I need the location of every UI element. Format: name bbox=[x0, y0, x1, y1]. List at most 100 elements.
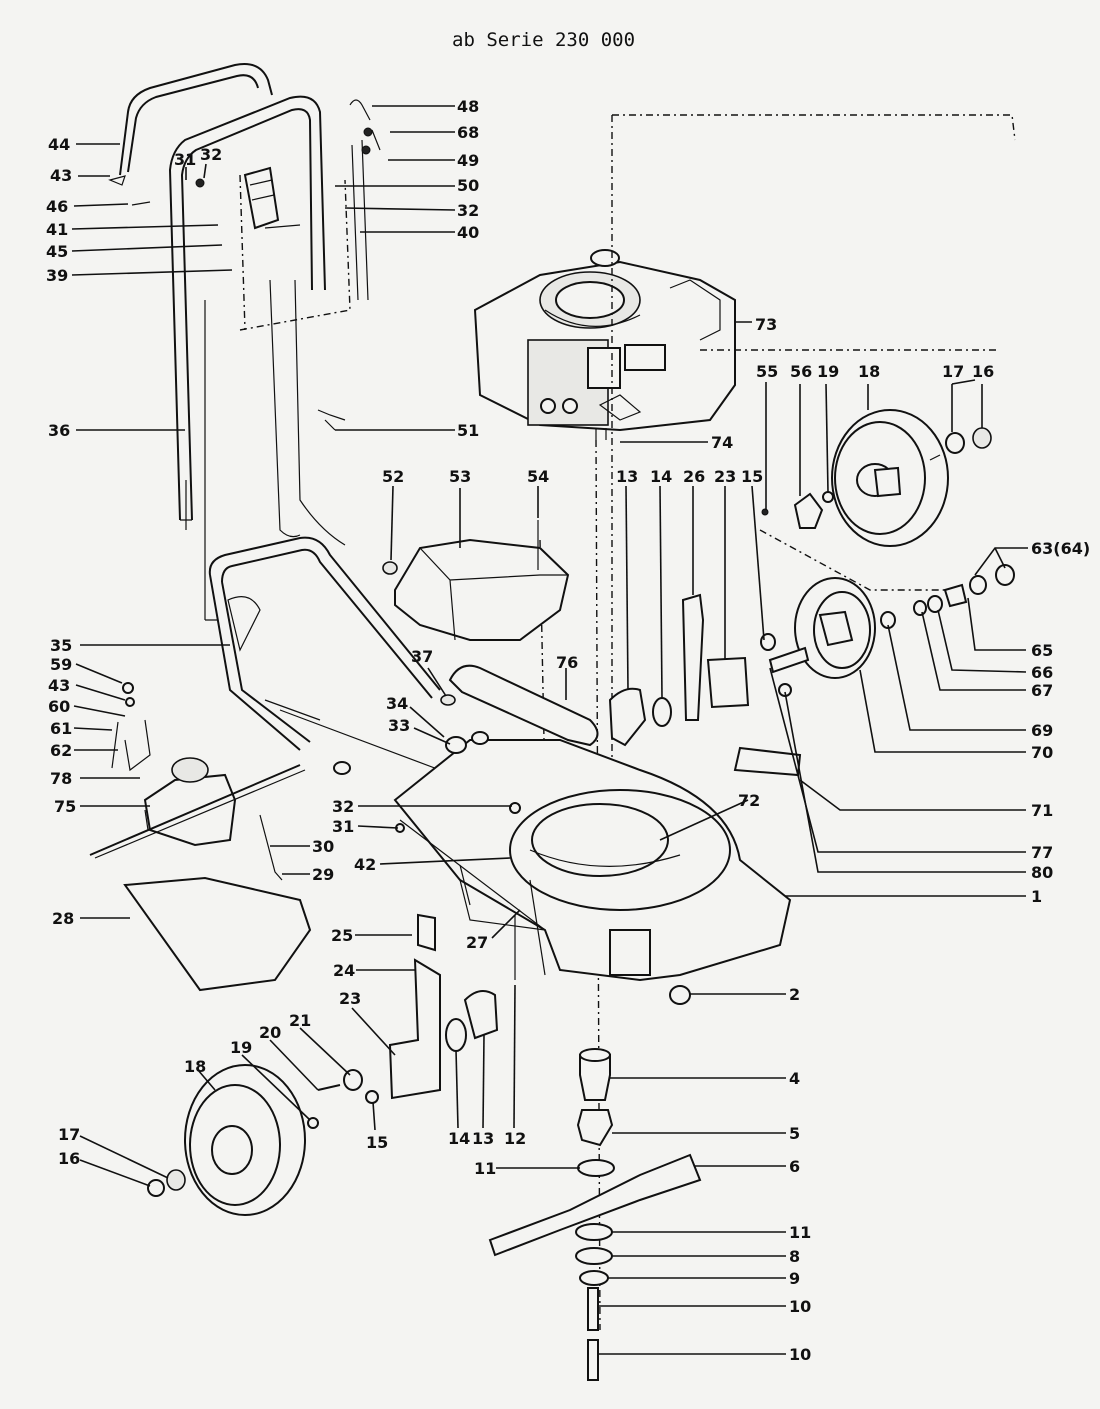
callout-52: 52 bbox=[382, 467, 404, 486]
callout-32: 32 bbox=[200, 145, 222, 164]
callout-78: 78 bbox=[50, 769, 72, 788]
height-adjust-right bbox=[608, 593, 750, 747]
callout-1: 1 bbox=[1031, 887, 1042, 906]
callout-17: 17 bbox=[58, 1125, 80, 1144]
callout-labels: 44 43 31 32 46 41 45 39 48 68 49 50 32 4… bbox=[46, 97, 1090, 1364]
callout-65: 65 bbox=[1031, 641, 1053, 660]
callout-74: 74 bbox=[711, 433, 733, 452]
callout-37: 37 bbox=[411, 647, 433, 666]
gearbox bbox=[89, 682, 306, 859]
callout-36: 36 bbox=[48, 421, 70, 440]
callout-42: 42 bbox=[354, 855, 376, 874]
drive-gear bbox=[760, 564, 1015, 697]
callout-2: 2 bbox=[789, 985, 800, 1004]
grass-deflector bbox=[123, 876, 312, 992]
callout-29: 29 bbox=[312, 865, 334, 884]
callout-13: 13 bbox=[616, 467, 638, 486]
callout-21: 21 bbox=[289, 1011, 311, 1030]
callout-18: 18 bbox=[858, 362, 880, 381]
callout-31: 31 bbox=[174, 150, 196, 169]
callout-55: 55 bbox=[756, 362, 778, 381]
height-adjust-left bbox=[388, 913, 516, 1100]
callout-48: 48 bbox=[457, 97, 479, 116]
callout-8: 8 bbox=[789, 1247, 800, 1266]
callout-69: 69 bbox=[1031, 721, 1053, 740]
callout-59: 59 bbox=[50, 655, 72, 674]
callout-43: 43 bbox=[50, 166, 72, 185]
callout-10: 10 bbox=[789, 1297, 811, 1316]
callout-60: 60 bbox=[48, 697, 70, 716]
callout-62: 62 bbox=[50, 741, 72, 760]
callout-44: 44 bbox=[48, 135, 70, 154]
callout-80: 80 bbox=[1031, 863, 1053, 882]
callout-61: 61 bbox=[50, 719, 72, 738]
callout-18: 18 bbox=[184, 1057, 206, 1076]
callout-15: 15 bbox=[741, 467, 763, 486]
callout-12: 12 bbox=[504, 1129, 526, 1148]
callout-50: 50 bbox=[457, 176, 479, 195]
front-wheel bbox=[147, 1064, 379, 1216]
callout-72: 72 bbox=[738, 791, 760, 810]
callout-10: 10 bbox=[789, 1345, 811, 1364]
callout-26: 26 bbox=[683, 467, 705, 486]
callout-33: 33 bbox=[388, 716, 410, 735]
callout-23: 23 bbox=[339, 989, 361, 1008]
callout-14: 14 bbox=[650, 467, 672, 486]
deck-cover bbox=[382, 520, 570, 641]
cable-clip bbox=[317, 409, 346, 431]
callout-34: 34 bbox=[386, 694, 408, 713]
callout-32: 32 bbox=[332, 797, 354, 816]
callout-46: 46 bbox=[46, 197, 68, 216]
callout-30: 30 bbox=[312, 837, 334, 856]
callout-40: 40 bbox=[457, 223, 479, 242]
line-art bbox=[89, 63, 1016, 1381]
drive-belt bbox=[448, 664, 599, 747]
callout-68: 68 bbox=[457, 123, 479, 142]
callout-23: 23 bbox=[714, 467, 736, 486]
callout-31: 31 bbox=[332, 817, 354, 836]
callout-70: 70 bbox=[1031, 743, 1053, 762]
leader-lines bbox=[71, 105, 1028, 1355]
callout-27: 27 bbox=[466, 933, 488, 952]
rear-wheel bbox=[761, 409, 992, 547]
callout-32: 32 bbox=[457, 201, 479, 220]
callout-11: 11 bbox=[789, 1223, 811, 1242]
callout-14: 14 bbox=[448, 1129, 470, 1148]
callout-63-64: 63(64) bbox=[1031, 539, 1090, 558]
mower-deck bbox=[393, 694, 802, 1005]
callout-66: 66 bbox=[1031, 663, 1053, 682]
callout-17: 17 bbox=[942, 362, 964, 381]
callout-16: 16 bbox=[58, 1149, 80, 1168]
callout-24: 24 bbox=[333, 961, 355, 980]
callout-4: 4 bbox=[789, 1069, 800, 1088]
engine bbox=[473, 249, 736, 440]
upper-handle bbox=[108, 63, 381, 621]
callout-39: 39 bbox=[46, 266, 68, 285]
callout-19: 19 bbox=[817, 362, 839, 381]
diagram-title: ab Serie 230 000 bbox=[452, 29, 635, 51]
callout-16: 16 bbox=[972, 362, 994, 381]
callout-56: 56 bbox=[790, 362, 812, 381]
callout-76: 76 bbox=[556, 653, 578, 672]
callout-75: 75 bbox=[54, 797, 76, 816]
callout-5: 5 bbox=[789, 1124, 800, 1143]
callout-9: 9 bbox=[789, 1269, 800, 1288]
callout-73: 73 bbox=[755, 315, 777, 334]
callout-45: 45 bbox=[46, 242, 68, 261]
callout-25: 25 bbox=[331, 926, 353, 945]
callout-77: 77 bbox=[1031, 843, 1053, 862]
callout-43: 43 bbox=[48, 676, 70, 695]
callout-49: 49 bbox=[457, 151, 479, 170]
callout-19: 19 bbox=[230, 1038, 252, 1057]
callout-15: 15 bbox=[366, 1133, 388, 1152]
callout-51: 51 bbox=[457, 421, 479, 440]
blade-assembly bbox=[488, 1048, 702, 1381]
callout-67: 67 bbox=[1031, 681, 1053, 700]
callout-6: 6 bbox=[789, 1157, 800, 1176]
callout-35: 35 bbox=[50, 636, 72, 655]
callout-11: 11 bbox=[474, 1159, 496, 1178]
callout-41: 41 bbox=[46, 220, 68, 239]
callout-20: 20 bbox=[259, 1023, 281, 1042]
